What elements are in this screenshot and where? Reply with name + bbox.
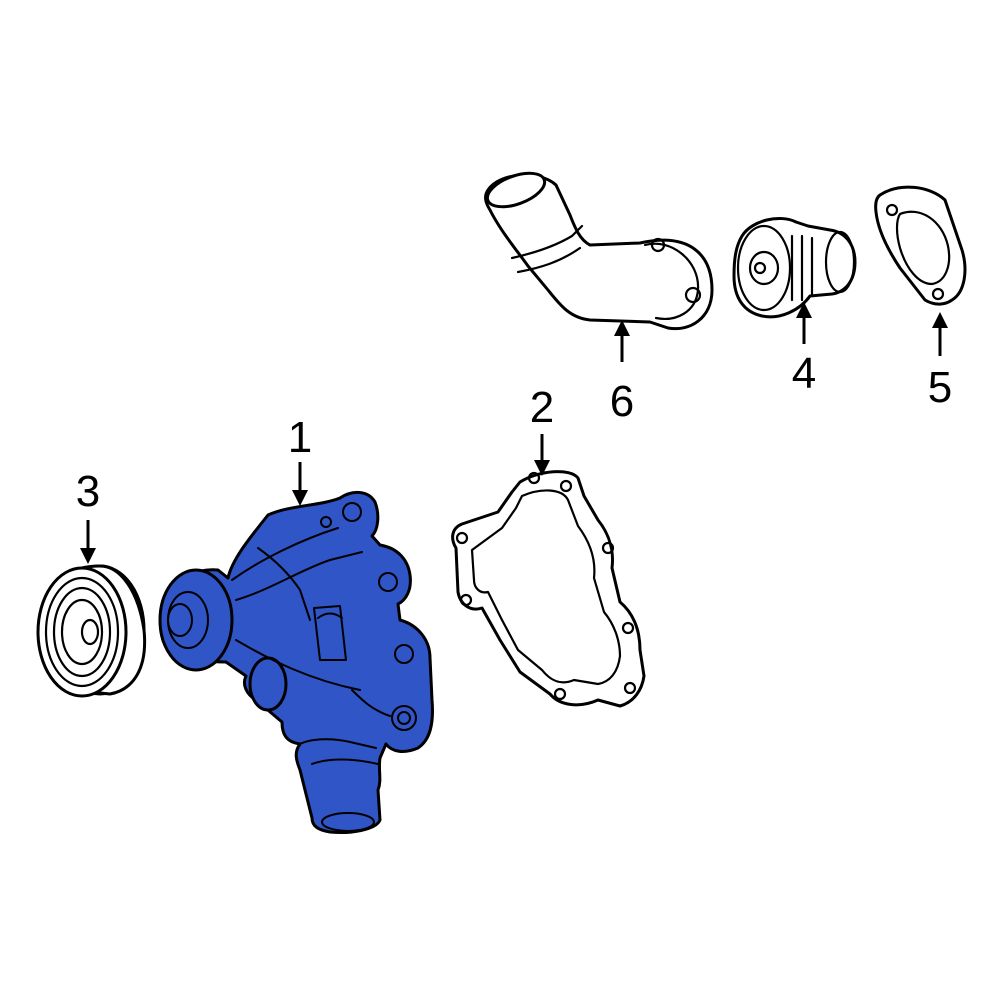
- water-outlet-part[interactable]: [483, 167, 714, 331]
- callout-6: 6: [610, 320, 634, 426]
- callout-number-5: 5: [928, 363, 952, 412]
- callout-3: 3: [76, 467, 100, 564]
- callout-number-2: 2: [530, 383, 554, 432]
- pulley-part[interactable]: [36, 564, 147, 698]
- callout-number-4: 4: [792, 349, 816, 398]
- water-pump-part[interactable]: [158, 491, 434, 834]
- callout-number-6: 6: [610, 377, 634, 426]
- callout-number-3: 3: [76, 467, 100, 516]
- callout-4: 4: [792, 302, 816, 398]
- callout-number-1: 1: [288, 413, 312, 462]
- callout-1: 1: [288, 413, 312, 506]
- callout-5: 5: [928, 312, 952, 412]
- pump-gasket-part[interactable]: [451, 470, 646, 708]
- callout-2: 2: [530, 383, 554, 476]
- thermostat-part[interactable]: [732, 217, 857, 319]
- thermostat-gasket-part[interactable]: [874, 185, 967, 306]
